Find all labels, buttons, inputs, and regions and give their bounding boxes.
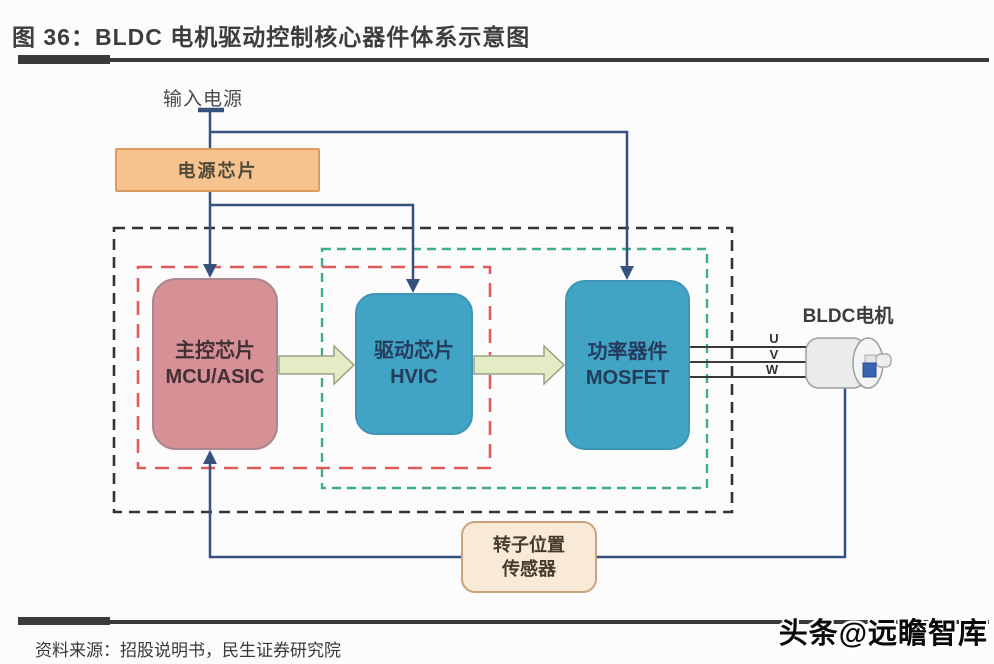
header-rule [18,58,989,62]
block-arrow-mcu-to-hvic-icon [278,344,356,386]
mcu-label-cn: 主控芯片 [175,340,255,362]
outer-dashed-box [112,226,734,514]
driver-label-en: HVIC [390,366,438,388]
source-note: 资料来源：招股说明书，民生证券研究院 [35,641,341,660]
power-chip-label: 电源芯片 [177,161,258,181]
motor-terminal-blue [862,362,877,378]
sensor-label-line2: 传感器 [502,559,556,579]
driver-chip-box: 驱动芯片 HVIC [355,293,473,435]
power-chip-box: 电源芯片 [115,148,320,192]
arrow-down-mcu-icon [203,264,217,278]
figure-title: 图 36：BLDC 电机驱动控制核心器件体系示意图 [12,24,531,50]
bldc-motor-label: BLDC电机 [802,306,894,327]
motor-terminal-top [864,354,877,364]
sensor-label-line1: 转子位置 [493,534,565,555]
wire-power-to-hvic [210,203,415,279]
wire-power-to-mosfet [210,130,629,266]
phase-label-v: V [769,347,779,362]
block-arrow-hvic-to-mosfet-icon [473,344,566,386]
arrow-down-hvic-icon [406,279,420,293]
footer-rule [18,620,989,624]
footer-rule-accent [18,617,110,625]
phase-label-w: W [765,362,779,377]
rotor-position-sensor-box: 转子位置 传感器 [461,521,597,593]
bldc-motor-icon [805,337,892,389]
arrow-up-mcu-feedback-icon [203,450,217,464]
driver-label-cn: 驱动芯片 [374,340,454,362]
arrow-down-mosfet-icon [620,266,634,280]
mcu-box: 主控芯片 MCU/ASIC [152,278,278,450]
phase-label-u: U [769,331,779,346]
mosfet-label-en: MOSFET [585,367,670,389]
motor-shaft-nub [875,353,892,368]
input-power-label: 输入电源 [163,89,244,110]
mosfet-box: 功率器件 MOSFET [565,280,690,450]
mosfet-label-cn: 功率器件 [587,341,668,363]
mcu-label-en: MCU/ASIC [165,366,265,388]
header-rule-accent [18,55,110,64]
watermark: 头条@远瞻智库 [778,618,988,650]
